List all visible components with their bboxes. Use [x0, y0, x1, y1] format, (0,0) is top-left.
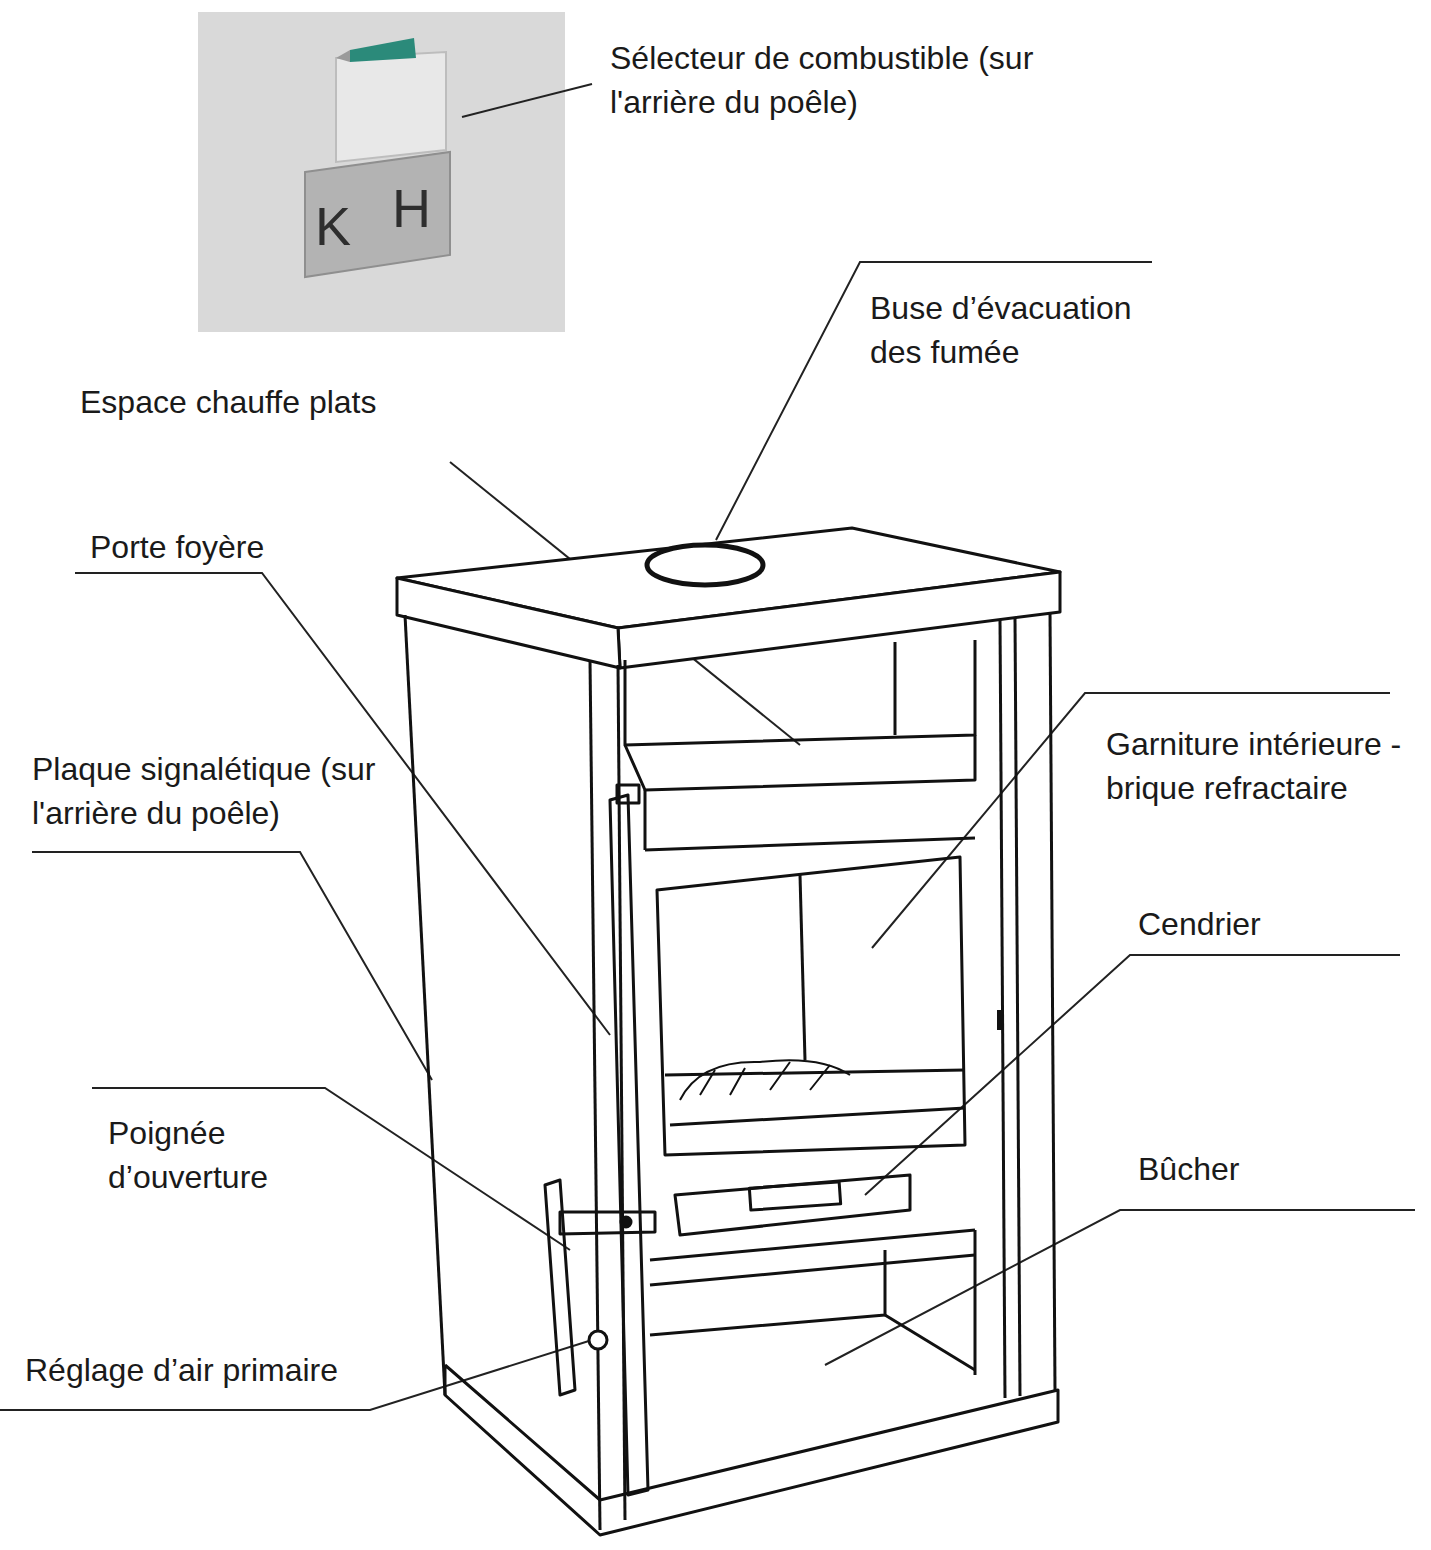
selector-inset	[198, 12, 565, 332]
callout-label: Buse d’évacuation des fumée	[870, 286, 1190, 374]
callout-label: Réglage d’air primaire	[25, 1348, 338, 1392]
callout-label: Garniture intérieure - brique refractair…	[1106, 722, 1431, 810]
selector-letter: H	[392, 178, 431, 238]
callout-label: Bûcher	[1138, 1147, 1239, 1191]
callout-label: Cendrier	[1138, 902, 1261, 946]
callout-label: Plaque signalétique (sur l'arrière du po…	[32, 747, 407, 835]
selector-letter: K	[315, 196, 351, 256]
stove-body	[397, 528, 1060, 1535]
callout-label: Poignée d’ouverture	[108, 1111, 313, 1199]
callout-label: Porte foyère	[90, 525, 264, 569]
callout-label: Espace chauffe plats	[80, 380, 377, 424]
callout-label: Sélecteur de combustible (sur l'arrière …	[610, 36, 1040, 124]
